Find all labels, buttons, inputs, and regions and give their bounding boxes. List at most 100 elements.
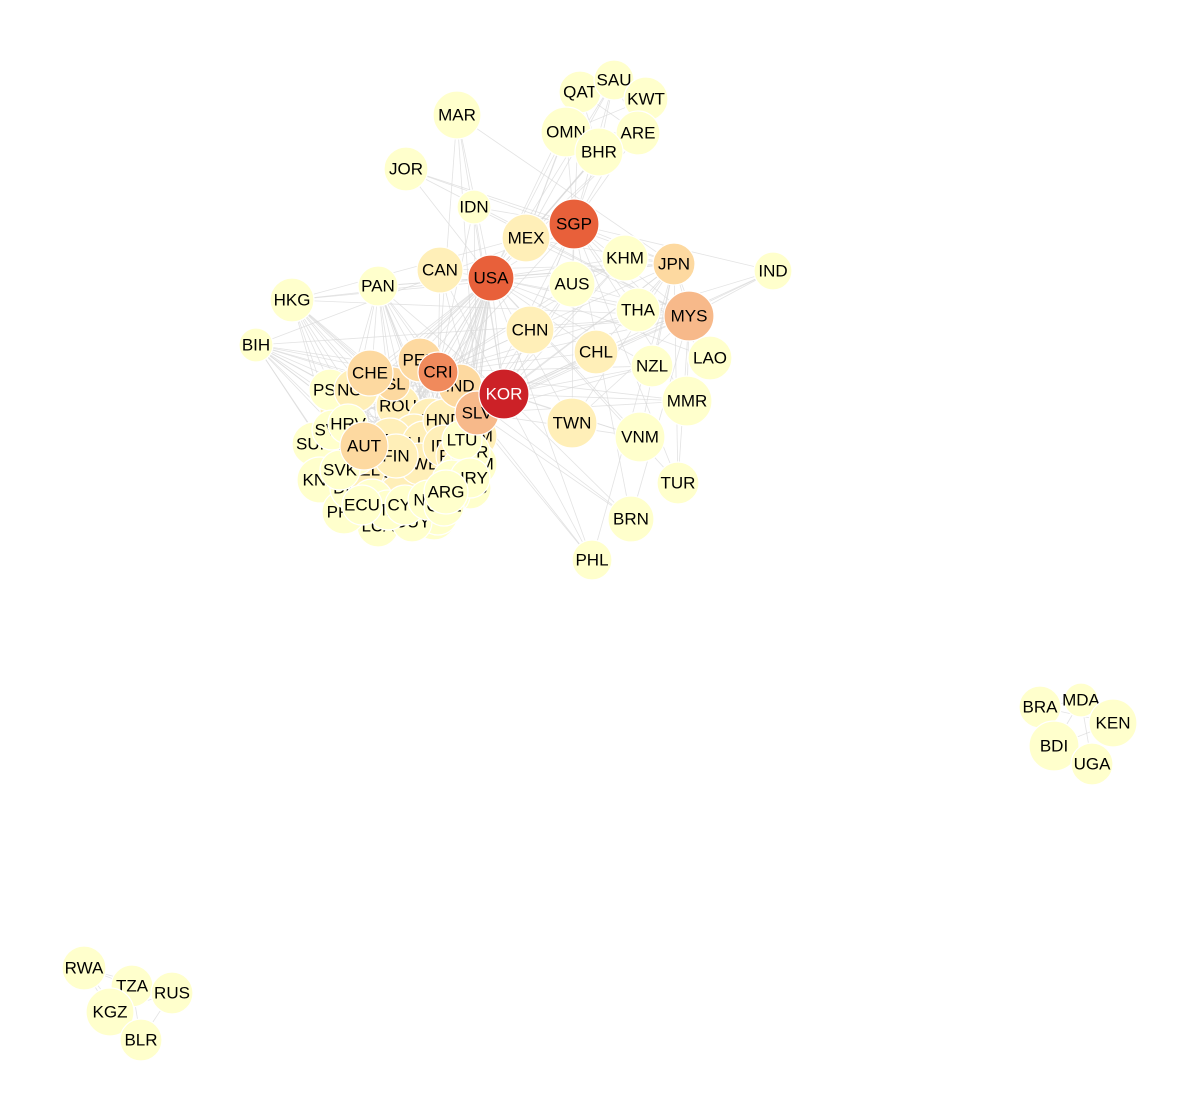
node-circle [119,1018,163,1062]
node-circle [341,484,383,526]
edge [525,237,675,265]
node-arg: ARG [423,469,469,515]
node-circle [501,213,551,263]
edge [437,206,475,373]
edge [503,393,593,561]
edge [490,277,641,438]
node-circle [238,327,274,363]
node-circle [573,329,619,375]
node-circle [615,287,661,333]
node-circle [652,242,696,286]
node-nzl: NZL [630,344,674,388]
node-circle [663,290,715,342]
node-circle [548,198,600,250]
node-bih: BIH [238,327,274,363]
node-lao: LAO [687,335,733,381]
node-vnm: VNM [614,411,666,463]
node-circle [661,375,713,427]
node-circle [339,421,389,471]
node-circle [150,971,194,1015]
edge [503,393,632,520]
node-mys: MYS [663,290,715,342]
node-bhr: BHR [574,127,624,177]
node-che: CHE [346,349,394,397]
node-circle [607,495,655,543]
edge [476,412,632,520]
node-mex: MEX [501,213,551,263]
edge [503,393,688,402]
node-circle [456,189,492,225]
node-can: CAN [416,246,464,294]
node-sgp: SGP [548,198,600,250]
edge [437,223,575,373]
edge [525,237,690,317]
node-circle [423,469,469,515]
node-circle [505,305,555,355]
node-uga: UGA [1070,742,1114,786]
edge [369,277,492,374]
node-circle [687,335,733,381]
edge [525,79,615,239]
node-chl: CHL [573,329,619,375]
node-circle [601,234,649,282]
node-mmr: MMR [661,375,713,427]
edge [437,114,458,373]
node-jor: JOR [383,146,429,192]
node-circle [630,344,674,388]
node-circle [383,146,429,192]
edge [490,277,653,367]
node-circle [416,246,464,294]
node-pan: PAN [357,265,399,307]
edge [490,277,711,359]
node-circle [574,127,624,177]
node-brn: BRN [607,495,655,543]
node-circle [656,461,700,505]
node-layer: MYSJPNCANMEXCHNCHLTWNAUSKHMTHAIDNPANHKGB… [61,59,1138,1062]
node-khm: KHM [601,234,649,282]
node-circle [478,368,530,420]
node-circle [753,251,793,291]
edge [490,131,567,279]
node-ken: KEN [1088,698,1138,748]
edge [630,315,690,520]
node-kor: KOR [478,368,530,420]
node-rwa: RWA [61,945,107,991]
node-tur: TUR [656,461,700,505]
edge [571,315,690,424]
node-circle [614,411,666,463]
node-chn: CHN [505,305,555,355]
node-rus: RUS [150,971,194,1015]
node-circle [615,110,661,156]
node-idn: IDN [456,189,492,225]
node-blr: BLR [119,1018,163,1062]
node-circle [467,254,515,302]
node-tha: THA [615,287,661,333]
node-aut: AUT [339,421,389,471]
node-ecu: ECU [341,484,383,526]
node-circle [269,277,315,323]
node-aus: AUS [548,260,596,308]
node-circle [571,539,613,581]
node-circle [1088,698,1138,748]
node-hkg: HKG [269,277,315,323]
node-twn: TWN [546,397,598,449]
node-circle [548,260,596,308]
node-circle [1063,682,1099,718]
node-circle [417,351,459,393]
node-cri: CRI [417,351,459,393]
edge [437,263,675,373]
node-ind: IND [753,251,793,291]
node-usa: USA [467,254,515,302]
edge [456,114,505,395]
node-circle [432,90,482,140]
node-circle [1070,742,1114,786]
node-circle [1028,720,1080,772]
node-circle [546,397,598,449]
node-mar: MAR [432,90,482,140]
edge [490,151,600,279]
node-circle [357,265,399,307]
node-circle [61,945,107,991]
node-circle [346,349,394,397]
node-circle [85,987,135,1037]
